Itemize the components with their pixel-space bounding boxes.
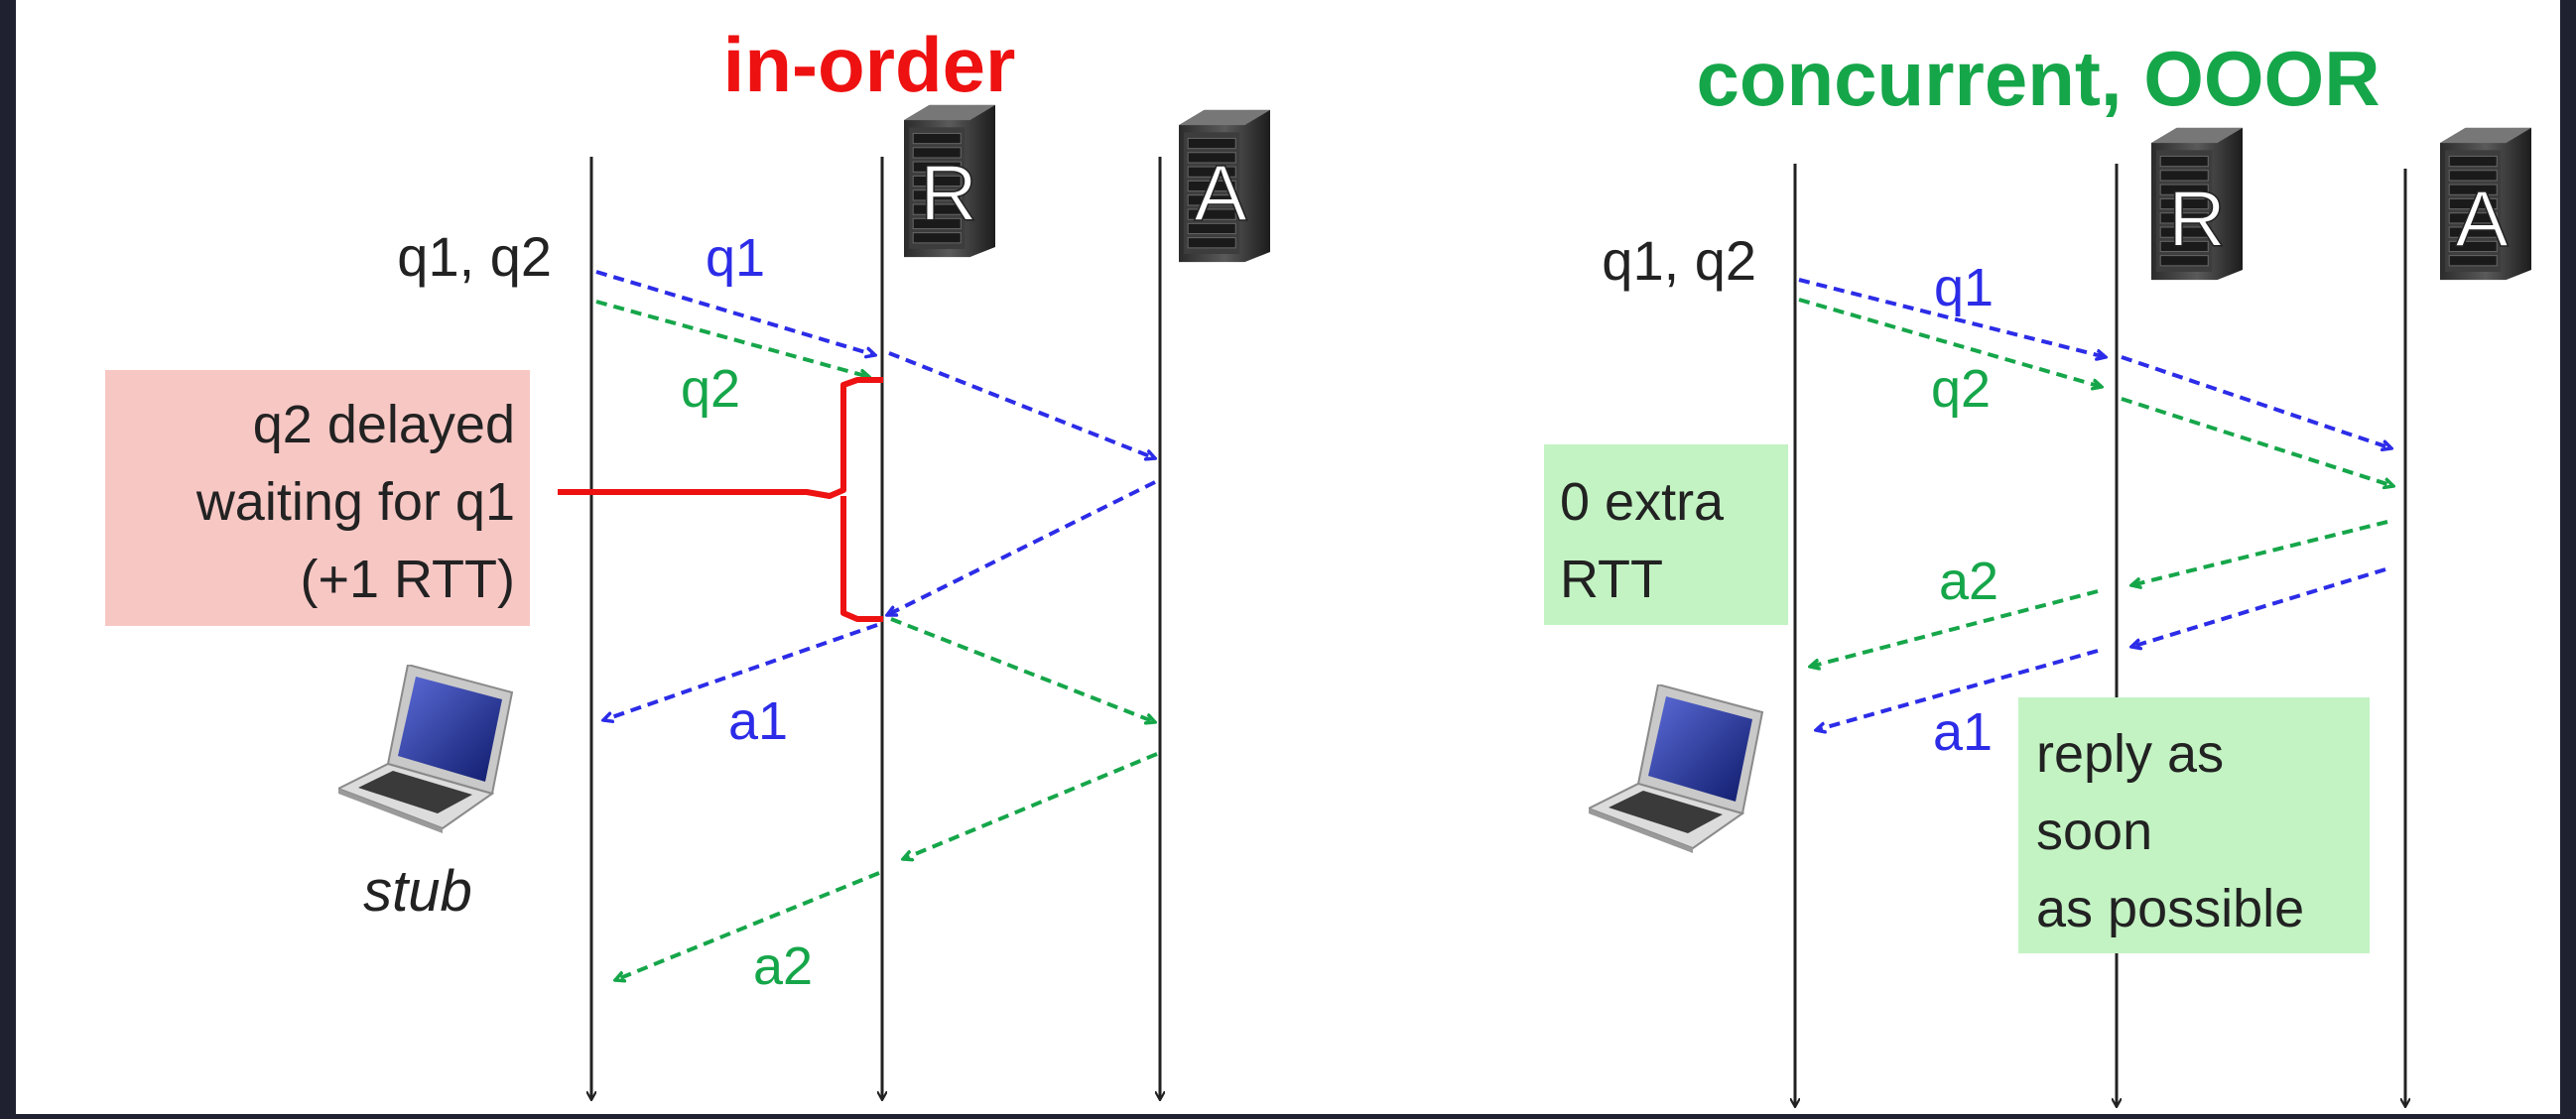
slide: in-order R A stub q1, q2 [16,0,2560,1114]
delay-note-line-2: waiting for q1 [195,472,515,532]
a1-label: a1 [1933,702,1993,762]
a-reply2-r [903,752,1158,859]
reply-note-line-2: soon [2036,802,2152,861]
server-a-label: A [1194,149,1247,237]
q2-r-to-a [890,617,1155,722]
a2-label: a2 [753,936,813,996]
delay-note-box [105,370,530,626]
a2-r-to-client [615,871,880,980]
server-r-label: R [920,149,977,237]
laptop-icon [338,665,513,833]
a1-label: a1 [728,691,788,751]
laptop-icon [1589,684,1763,853]
q2-r-to-a [2121,397,2393,486]
a2-a-to-r [2131,520,2388,585]
q1-client-to-r [595,270,875,355]
a1-r-to-client [1816,649,2099,730]
q2-client-to-r [595,300,869,377]
server-icon: R [2151,127,2243,281]
stub-label: stub [363,859,472,924]
sequence-diagram: in-order R A stub q1, q2 [105,21,2531,1114]
q1-r-to-a [888,351,1155,458]
server-icon: A [2440,127,2531,281]
queries-label: q1, q2 [1602,229,1756,292]
left-title: in-order [723,21,1016,108]
server-icon: R [904,104,995,258]
q2-label: q2 [681,359,740,419]
server-a-label: A [2455,175,2509,263]
zero-rtt-note-line-1: 0 extra [1560,472,1725,532]
reply-note-line-3: as possible [2036,879,2304,938]
zero-rtt-note-box [1544,444,1788,625]
delay-bracket [558,377,883,622]
q1-r-to-a [2121,355,2391,448]
a1-a-to-r [2131,567,2386,647]
reply-note-line-1: reply as [2036,724,2224,784]
reply-note-box [2018,697,2370,953]
a2-label: a2 [1939,552,1998,611]
q1-label: q1 [706,228,765,288]
q1-label: q1 [1934,258,1994,317]
a-reply-r [887,480,1156,617]
right-diagram: concurrent, OOOR R A q1, q2 q1 q2 [1544,35,2531,1106]
server-icon: A [1179,109,1270,263]
queries-label: q1, q2 [397,225,552,288]
delay-note-line-1: q2 delayed [253,395,515,454]
right-title: concurrent, OOOR [1696,35,2380,122]
zero-rtt-note-line-2: RTT [1560,550,1663,609]
q2-label: q2 [1931,359,1991,419]
left-diagram: in-order R A stub q1, q2 [105,21,1270,1099]
a1-r-to-client [603,623,878,720]
a2-r-to-client [1810,589,2099,667]
server-r-label: R [2168,175,2226,263]
delay-note-line-3: (+1 RTT) [300,550,515,609]
